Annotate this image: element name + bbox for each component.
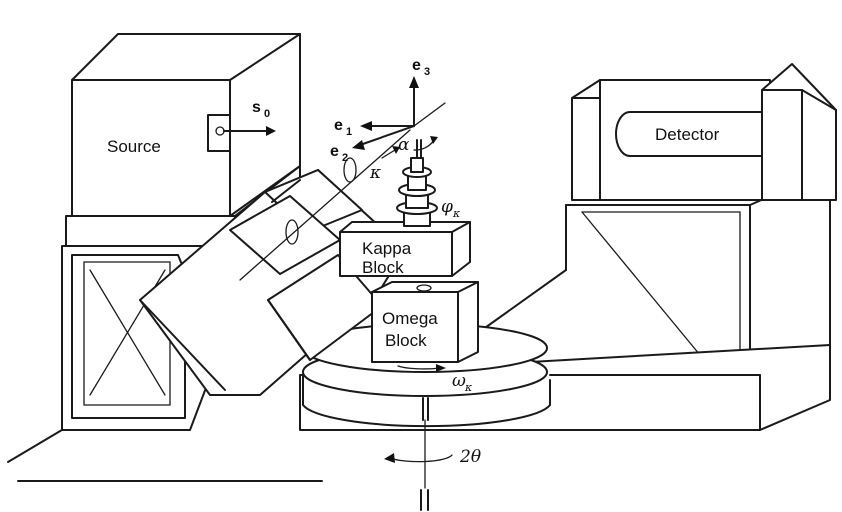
detector-label: Detector (655, 125, 720, 144)
omega-block-label-2: Block (385, 331, 427, 350)
phi-subscript: κ (452, 207, 461, 220)
coordinate-frame: e 3 e 1 e 2 α (330, 57, 446, 164)
kappa-block-body (339, 221, 471, 277)
source-window (207, 114, 231, 152)
alpha-label: α (398, 135, 410, 155)
kappa-block-label-2: Block (362, 258, 404, 277)
goniometer-head (396, 139, 438, 227)
detector-cylinder (615, 111, 771, 157)
omega-subscript: κ (464, 381, 473, 394)
kappa-arm (139, 157, 406, 396)
e3-subscript: 3 (424, 66, 430, 78)
source-box (71, 33, 301, 217)
base-platform (299, 323, 831, 431)
floor-lines (7, 423, 323, 482)
two-theta-label: 2θ (459, 447, 481, 467)
detector-assembly: Detector (481, 63, 837, 396)
source-label: Source (107, 137, 161, 156)
omega-block-body (371, 281, 479, 363)
e1-label: e (334, 117, 343, 134)
base-slab (299, 344, 831, 431)
e3-label: e (412, 57, 421, 74)
kappa-label: κ (369, 163, 381, 183)
rotation-axes (239, 129, 429, 511)
kappa-block-label-1: Kappa (362, 239, 412, 258)
s0-subscript: 0 (264, 108, 270, 120)
omega-block-label-1: Omega (382, 309, 438, 328)
phi-label: φ (441, 197, 453, 217)
e2-label: e (330, 143, 339, 160)
e1-subscript: 1 (346, 126, 352, 138)
s0-label: s (252, 99, 261, 116)
omega-label: ω (452, 371, 466, 391)
e2-subscript: 2 (342, 152, 348, 164)
omega-block: Omega Block (371, 281, 479, 363)
detector-head (761, 63, 837, 201)
angle-markers: κ φ κ ω κ 2θ (369, 146, 481, 467)
kappa-axis (239, 129, 411, 281)
kappa-block: Kappa Block (339, 221, 471, 277)
